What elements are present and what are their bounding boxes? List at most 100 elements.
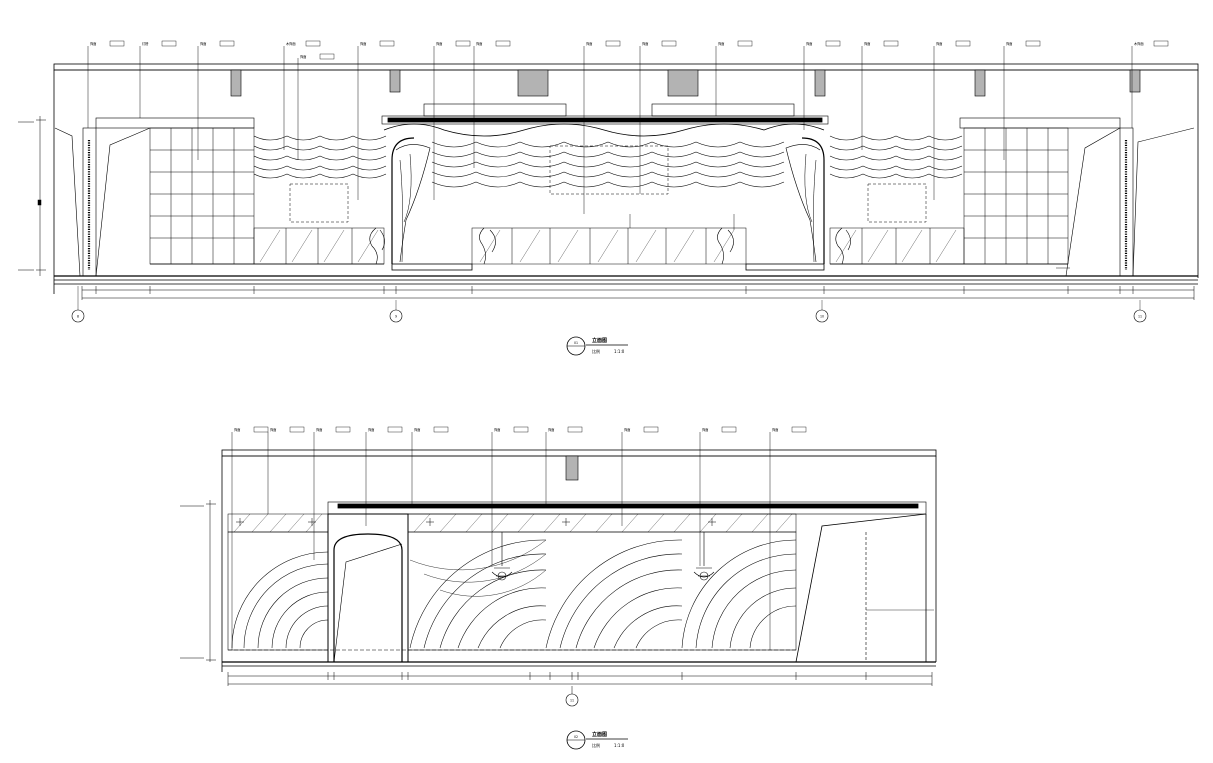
grid-label-11: 11: [1138, 315, 1142, 319]
top-label-15: 饰面: [300, 54, 306, 59]
swag-valance-left: [253, 135, 387, 179]
top-tag-box-5: [455, 40, 471, 47]
ceiling-beams: [230, 69, 1141, 97]
top-tag-box-9: [737, 40, 753, 47]
bottom-label-8: 饰面: [702, 427, 708, 432]
tile-panel-right: [963, 127, 1069, 265]
bottom-label-0: 饰面: [234, 427, 240, 432]
bottom-label-5: 饰面: [494, 427, 500, 432]
top-tag-box-15: [319, 53, 335, 60]
top-tag-box-0: [109, 40, 125, 47]
top-label-3: 木饰面: [286, 41, 296, 46]
top-tag-box-11: [883, 40, 899, 47]
bottom-tag-box-3: [387, 426, 403, 433]
stage-front-panel: [471, 227, 747, 265]
swag-valance-right: [829, 135, 963, 179]
bottom-tag-box-0: [253, 426, 269, 433]
wainscot-right: [829, 227, 965, 265]
top-label-8: 饰面: [642, 41, 648, 46]
title-top: 立面图: [592, 337, 607, 344]
bottom-tag-box-5: [513, 426, 529, 433]
top-label-7: 饰面: [586, 41, 592, 46]
bottom-label-3: 饰面: [368, 427, 374, 432]
curtain-right: [785, 144, 821, 263]
doorway: [327, 513, 409, 663]
leader-lines-top: [87, 46, 1133, 269]
level-marks-left: [18, 116, 46, 276]
title-block-top: 01 立面图 比例 1:1:0: [566, 336, 628, 356]
scale-bottom: 1:1:0: [614, 743, 625, 748]
scale-top: 1:1:0: [614, 349, 625, 354]
bottom-label-1: 饰面: [270, 427, 276, 432]
bottom-label-4: 饰面: [414, 427, 420, 432]
grid-bubble-10: [815, 309, 829, 323]
grid-bubble-11: [1133, 309, 1147, 323]
top-tag-box-10: [825, 40, 841, 47]
bottom-tag-box-1: [289, 426, 305, 433]
top-label-9: 饰面: [718, 41, 724, 46]
level-marks-bottom: [180, 500, 216, 662]
grid-label-bottom-11: 11: [570, 699, 574, 703]
top-label-10: 饰面: [806, 41, 812, 46]
top-tag-box-1: [161, 40, 177, 47]
top-label-14: 木饰面: [1134, 41, 1144, 46]
tile-panel-left: [149, 127, 255, 265]
top-tag-box-3: [305, 40, 321, 47]
bottom-label-2: 饰面: [316, 427, 322, 432]
top-tag-box-14: [1153, 40, 1169, 47]
bottom-tag-box-2: [335, 426, 351, 433]
annotation-tags: 饰面灯槽饰面木饰面饰面饰面饰面饰面饰面饰面饰面饰面饰面饰面木饰面饰面饰面饰面饰面…: [90, 40, 1169, 433]
top-tag-box-8: [661, 40, 677, 47]
ornaments: [369, 227, 851, 265]
top-label-6: 饰面: [476, 41, 482, 46]
bottom-tag-box-4: [433, 426, 449, 433]
title-number-top: 01: [574, 341, 578, 345]
spot-lights: [236, 518, 716, 526]
top-tag-box-2: [219, 40, 235, 47]
grid-bubble-9: [389, 309, 403, 323]
top-tag-box-6: [495, 40, 511, 47]
leader-lines-bottom: [231, 432, 771, 650]
top-label-1: 灯槽: [142, 41, 149, 46]
bottom-tag-box-9: [791, 426, 807, 433]
dimension-chain-top: [81, 286, 1195, 300]
curtain-left: [395, 144, 431, 263]
dimension-chain-bottom: [227, 672, 933, 694]
bottom-label-9: 饰面: [772, 427, 778, 432]
top-tag-box-4: [379, 40, 395, 47]
bottom-tag-box-8: [721, 426, 737, 433]
arc-wall-left: [227, 531, 329, 651]
bottom-label-6: 饰面: [548, 427, 554, 432]
title-bottom: 立面图: [592, 731, 607, 738]
grid-label-9: 9: [395, 315, 397, 319]
top-label-13: 饰面: [1006, 41, 1012, 46]
title-number-bottom: 02: [574, 735, 578, 739]
chandeliers: [491, 532, 715, 581]
top-label-11: 饰面: [864, 41, 870, 46]
elevation-top: [18, 46, 1199, 310]
grid-bubble-8: [71, 309, 85, 323]
elevation-bottom: [180, 432, 937, 694]
bottom-tag-box-6: [567, 426, 583, 433]
grid-label-8: 8: [77, 315, 79, 319]
scale-prefix-top: 比例: [592, 348, 600, 354]
grid-axis-lines-top: [77, 286, 1141, 310]
bottom-tag-box-7: [643, 426, 659, 433]
swag-valance-center: [431, 141, 785, 188]
grid-label-10: 10: [820, 315, 824, 319]
top-label-0: 饰面: [90, 41, 96, 46]
bottom-label-7: 饰面: [624, 427, 630, 432]
ceiling-beam-bottom: [565, 455, 579, 481]
top-tag-box-13: [1025, 40, 1041, 47]
top-label-12: 饰面: [936, 41, 942, 46]
arc-wall-center: [407, 531, 797, 651]
top-tag-box-12: [955, 40, 971, 47]
top-tag-box-7: [605, 40, 621, 47]
top-label-4: 饰面: [360, 41, 366, 46]
wainscot-left: [253, 227, 385, 265]
top-label-5: 饰面: [436, 41, 442, 46]
title-block-bottom: 02 立面图 比例 1:1:0: [566, 730, 628, 750]
top-label-2: 饰面: [200, 41, 206, 46]
hatched-band: [227, 513, 797, 533]
